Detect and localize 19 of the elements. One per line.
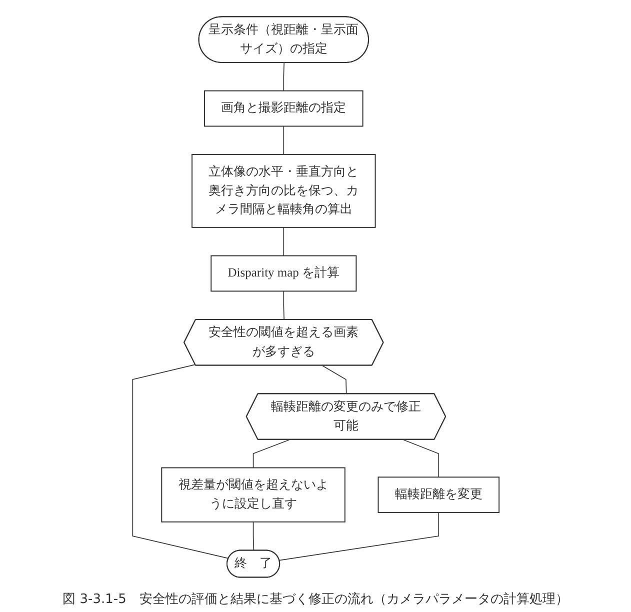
- connector: [282, 62, 284, 92]
- connector: [132, 364, 229, 559]
- process-box: 立体像の水平・垂直方向と奥行き方向の比を保つ、カメラ間隔と輻輳角の算出: [191, 154, 376, 228]
- connector: [282, 227, 284, 256]
- process-box: 輻輳距離を変更: [377, 476, 500, 514]
- terminal-box: 呈示条件（視距離・呈示面サイズ）の指定: [198, 16, 369, 63]
- connector: [252, 439, 290, 468]
- decision-hexagon: 輻輳距離の変更のみで修正可能: [245, 393, 446, 440]
- decision-hexagon: 安全性の閾値を超える画素が多すぎる: [183, 318, 384, 366]
- connector: [282, 290, 284, 320]
- process-box: 視差量が閾値を超えないように設定し直す: [160, 467, 346, 522]
- terminal-box: 終 了: [226, 550, 280, 578]
- process-box: Disparity map を計算: [210, 255, 356, 292]
- connector: [282, 126, 284, 155]
- connector: [252, 521, 254, 552]
- process-box: 画角と撮影距離の指定: [204, 90, 363, 127]
- connector: [278, 512, 439, 561]
- connector: [322, 365, 346, 394]
- figure-caption: 図 3-3.1-5 安全性の評価と結果に基づく修正の流れ（カメラパラメータの計算処理）: [62, 591, 568, 608]
